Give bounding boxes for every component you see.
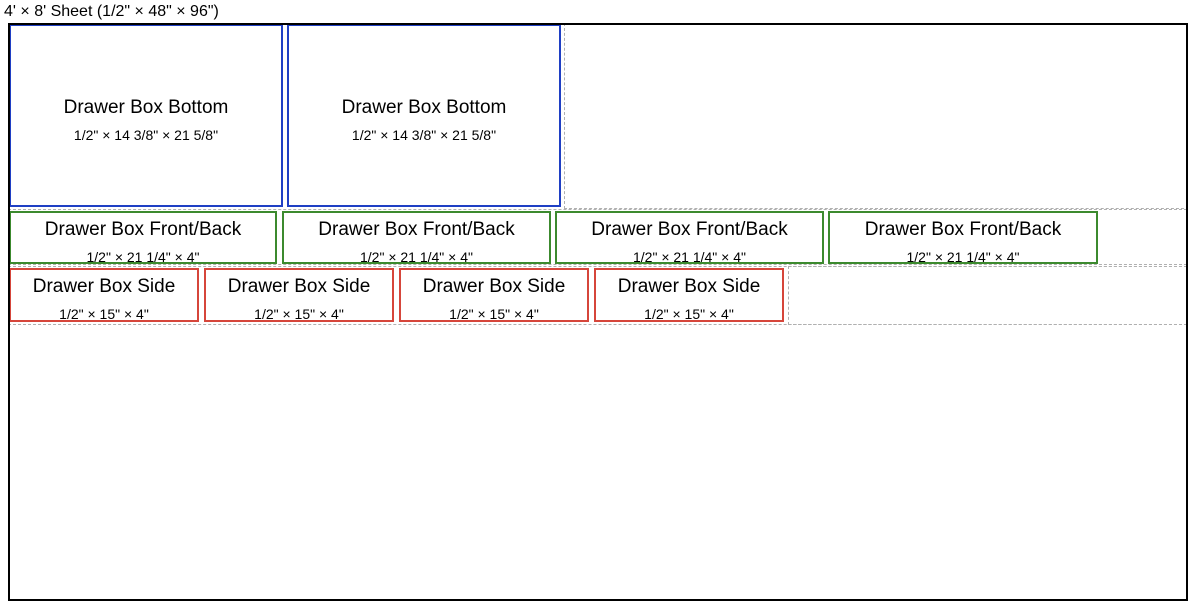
piece-dimensions: 1/2" × 14 3/8" × 21 5/8" (351, 127, 497, 143)
piece-label: Drawer Box Front/Back (318, 219, 515, 240)
piece-dimensions: 1/2" × 15" × 4" (59, 306, 149, 322)
drawer-box-front-back-piece[interactable]: Drawer Box Front/Back 1/2" × 21 1/4" × 4… (10, 211, 277, 264)
drawer-box-front-back-piece[interactable]: Drawer Box Front/Back 1/2" × 21 1/4" × 4… (282, 211, 551, 264)
drawer-box-side-piece[interactable]: Drawer Box Side 1/2" × 15" × 4" (204, 268, 394, 322)
piece-label: Drawer Box Bottom (341, 97, 507, 118)
plywood-sheet: Drawer Box Bottom 1/2" × 14 3/8" × 21 5/… (8, 23, 1188, 601)
piece-label: Drawer Box Bottom (63, 97, 229, 118)
piece-label: Drawer Box Front/Back (864, 219, 1062, 240)
drawer-box-side-piece[interactable]: Drawer Box Side 1/2" × 15" × 4" (10, 268, 199, 322)
piece-dimensions: 1/2" × 15" × 4" (254, 306, 344, 322)
sheet-title: 4' × 8' Sheet (1/2" × 48" × 96") (4, 3, 219, 20)
waste-region-row-side (10, 266, 1186, 325)
piece-dimensions: 1/2" × 21 1/4" × 4" (360, 249, 473, 264)
waste-region-side-remainder (788, 266, 1186, 325)
drawer-box-side-piece[interactable]: Drawer Box Side 1/2" × 15" × 4" (594, 268, 784, 322)
drawer-box-bottom-piece[interactable]: Drawer Box Bottom 1/2" × 14 3/8" × 21 5/… (10, 25, 283, 207)
drawer-box-bottom-piece[interactable]: Drawer Box Bottom 1/2" × 14 3/8" × 21 5/… (287, 25, 561, 207)
drawer-box-front-back-piece[interactable]: Drawer Box Front/Back 1/2" × 21 1/4" × 4… (555, 211, 824, 264)
piece-label: Drawer Box Side (617, 276, 761, 297)
piece-dimensions: 1/2" × 21 1/4" × 4" (86, 249, 200, 264)
piece-dimensions: 1/2" × 21 1/4" × 4" (906, 249, 1020, 264)
waste-region-top-right (564, 25, 1186, 209)
piece-label: Drawer Box Side (32, 276, 176, 297)
piece-dimensions: 1/2" × 21 1/4" × 4" (633, 249, 746, 264)
piece-label: Drawer Box Side (227, 276, 371, 297)
piece-label: Drawer Box Front/Back (44, 219, 242, 240)
piece-dimensions: 1/2" × 15" × 4" (644, 306, 734, 322)
piece-label: Drawer Box Front/Back (591, 219, 788, 240)
piece-label: Drawer Box Side (422, 276, 566, 297)
waste-region-row-front-back (10, 209, 1186, 265)
piece-dimensions: 1/2" × 15" × 4" (449, 306, 539, 322)
piece-dimensions: 1/2" × 14 3/8" × 21 5/8" (73, 127, 219, 143)
drawer-box-side-piece[interactable]: Drawer Box Side 1/2" × 15" × 4" (399, 268, 589, 322)
drawer-box-front-back-piece[interactable]: Drawer Box Front/Back 1/2" × 21 1/4" × 4… (828, 211, 1098, 264)
